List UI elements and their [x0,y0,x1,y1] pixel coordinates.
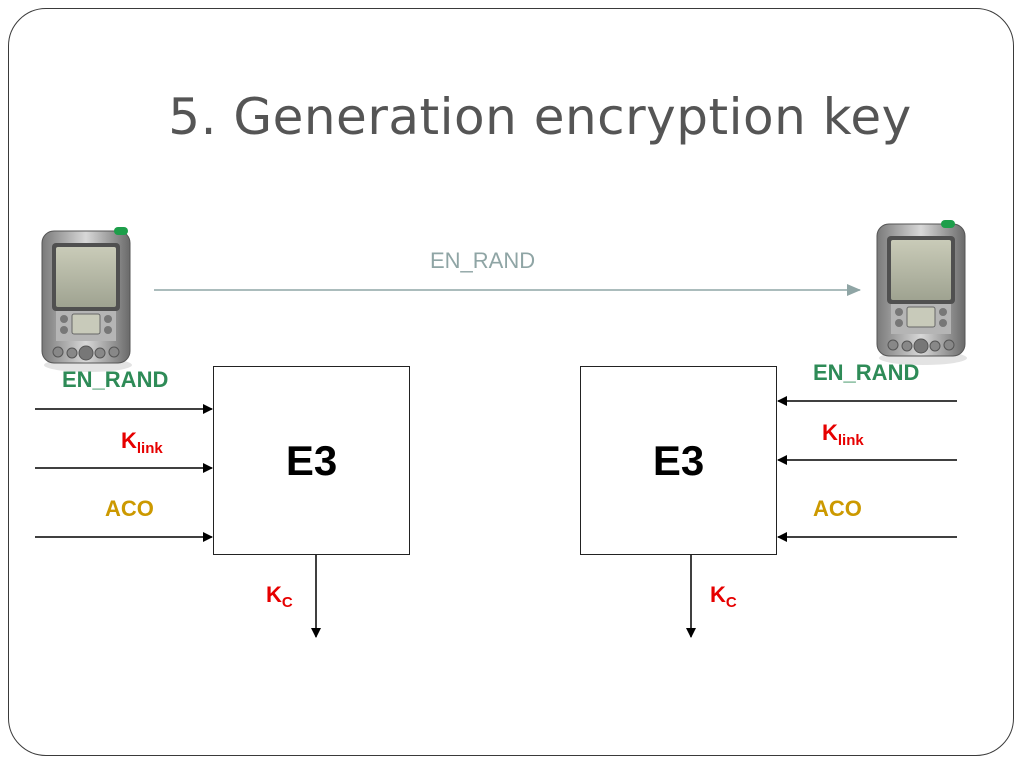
left-klink-label: Klink [121,428,163,457]
left-klink-sub: link [136,440,163,457]
right-aco-label: ACO [813,496,862,521]
left-kc-label: KC [266,582,293,611]
left-kc-sub: C [281,594,293,611]
right-klink-label: Klink [822,420,864,449]
left-en-rand-label: EN_RAND [62,367,169,392]
right-e3-box: E3 [580,366,777,555]
right-kc-label: KC [710,582,737,611]
left-e3-label: E3 [285,436,338,484]
right-kc-sub: C [725,594,737,611]
left-e3-box: E3 [213,366,410,555]
transfer-label: EN_RAND [430,248,536,273]
pda-device-icon [38,225,134,375]
right-en-rand-label: EN_RAND [813,360,920,385]
pda-device-icon [873,218,969,368]
right-kc-main: K [710,582,726,607]
slide-frame [8,8,1014,756]
left-klink-main: K [121,428,137,453]
slide-title: 5. Generation encryption key [168,88,912,146]
left-kc-main: K [266,582,282,607]
right-klink-sub: link [837,432,864,449]
left-aco-label: ACO [105,496,154,521]
right-e3-label: E3 [652,436,705,484]
right-klink-main: K [822,420,838,445]
